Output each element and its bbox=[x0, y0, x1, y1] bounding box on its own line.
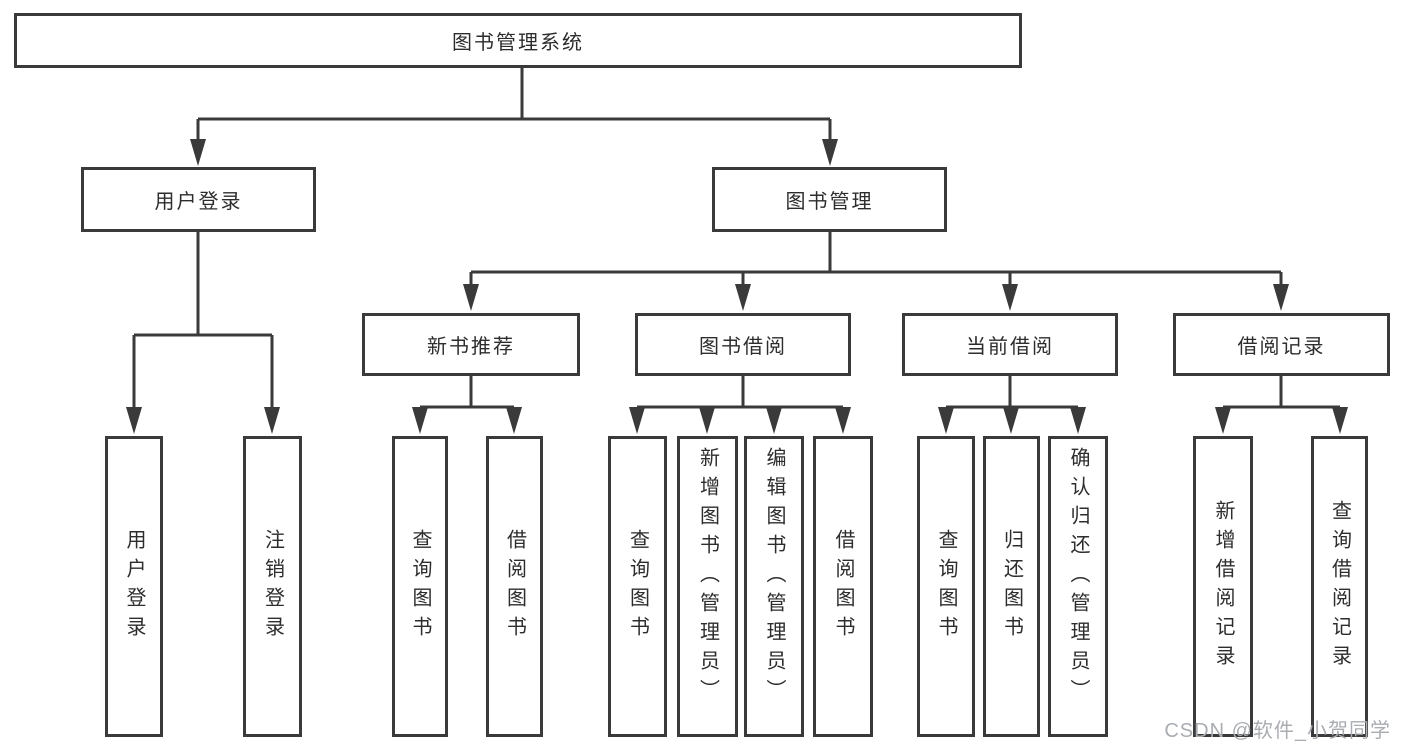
arrowhead bbox=[1070, 407, 1086, 434]
leaf-borrow-books-a: 借阅图书 bbox=[486, 436, 543, 737]
leaf-borrow-books-b: 借阅图书 bbox=[813, 436, 873, 737]
leaf-borrow-books-a-label: 借阅图书 bbox=[503, 528, 526, 645]
leaf-query-borrow-record: 查询借阅记录 bbox=[1311, 436, 1368, 737]
node-current-borrow-label: 当前借阅 bbox=[966, 336, 1054, 358]
arrowhead bbox=[1332, 407, 1348, 434]
connector-borrow-records bbox=[1221, 376, 1342, 412]
arrowhead bbox=[835, 407, 851, 434]
leaf-query-books-a: 查询图书 bbox=[392, 436, 448, 737]
leaf-logout: 注销登录 bbox=[243, 436, 302, 737]
arrowhead bbox=[190, 139, 206, 166]
node-user-login: 用户登录 bbox=[81, 167, 316, 232]
connector-new-book-rec bbox=[418, 376, 516, 412]
leaf-query-borrow-record-label: 查询借阅记录 bbox=[1328, 499, 1351, 674]
node-current-borrow: 当前借阅 bbox=[902, 313, 1118, 376]
leaf-query-books-b-label: 查询图书 bbox=[626, 528, 649, 645]
connector-user-login bbox=[132, 232, 274, 410]
connector-book-borrow bbox=[635, 376, 845, 412]
node-book-borrow: 图书借阅 bbox=[635, 313, 851, 376]
leaf-edit-books-label: 编辑图书（管理员） bbox=[763, 447, 785, 708]
connector-book-mgmt bbox=[469, 232, 1283, 287]
node-book-borrow-label: 图书借阅 bbox=[699, 336, 787, 358]
arrowhead bbox=[938, 407, 954, 434]
leaf-add-books-label: 新增图书（管理员） bbox=[696, 447, 719, 708]
arrowhead bbox=[629, 407, 645, 434]
node-book-mgmt: 图书管理 bbox=[712, 167, 947, 232]
arrowhead bbox=[1002, 284, 1018, 311]
node-book-mgmt-label: 图书管理 bbox=[785, 191, 874, 213]
node-new-book-rec: 新书推荐 bbox=[362, 313, 580, 376]
leaf-query-books-a-label: 查询图书 bbox=[409, 528, 431, 645]
arrowhead bbox=[506, 407, 522, 434]
leaf-confirm-return-label: 确认归还（管理员） bbox=[1067, 447, 1089, 708]
leaf-edit-books: 编辑图书（管理员） bbox=[744, 436, 804, 737]
node-new-book-rec-label: 新书推荐 bbox=[427, 336, 515, 358]
watermark: CSDN @软件_小贺同学 bbox=[1164, 720, 1391, 742]
arrowhead bbox=[735, 284, 751, 311]
leaf-confirm-return: 确认归还（管理员） bbox=[1048, 436, 1108, 737]
arrowhead bbox=[1215, 407, 1231, 434]
leaf-logout-label: 注销登录 bbox=[261, 528, 284, 645]
arrowhead bbox=[412, 407, 428, 434]
connector-current-borrow bbox=[944, 376, 1080, 412]
leaf-user-login: 用户登录 bbox=[105, 436, 163, 737]
node-borrow-records-label: 借阅记录 bbox=[1237, 336, 1326, 358]
arrowhead bbox=[1273, 284, 1289, 311]
arrowhead bbox=[822, 139, 838, 166]
leaf-query-books-b: 查询图书 bbox=[608, 436, 667, 737]
leaf-add-books: 新增图书（管理员） bbox=[677, 436, 738, 737]
arrowhead bbox=[766, 407, 782, 434]
arrowhead bbox=[1003, 407, 1019, 434]
arrowhead bbox=[463, 284, 479, 311]
leaf-return-books-label: 归还图书 bbox=[1000, 528, 1023, 645]
arrowheads bbox=[126, 139, 1348, 434]
connector-root bbox=[196, 68, 832, 142]
leaf-return-books: 归还图书 bbox=[983, 436, 1040, 737]
leaf-query-books-c-label: 查询图书 bbox=[935, 528, 957, 645]
leaf-borrow-books-b-label: 借阅图书 bbox=[832, 528, 854, 645]
leaf-query-books-c: 查询图书 bbox=[917, 436, 975, 737]
arrowhead bbox=[126, 407, 142, 434]
node-root: 图书管理系统 bbox=[14, 13, 1022, 68]
leaf-user-login-label: 用户登录 bbox=[123, 528, 145, 645]
node-user-login-label: 用户登录 bbox=[154, 191, 243, 213]
leaf-add-borrow-record: 新增借阅记录 bbox=[1193, 436, 1253, 737]
arrowhead bbox=[699, 407, 715, 434]
node-root-label: 图书管理系统 bbox=[452, 32, 584, 54]
node-borrow-records: 借阅记录 bbox=[1173, 313, 1390, 376]
arrowhead bbox=[264, 407, 280, 434]
leaf-add-borrow-record-label: 新增借阅记录 bbox=[1212, 499, 1234, 674]
